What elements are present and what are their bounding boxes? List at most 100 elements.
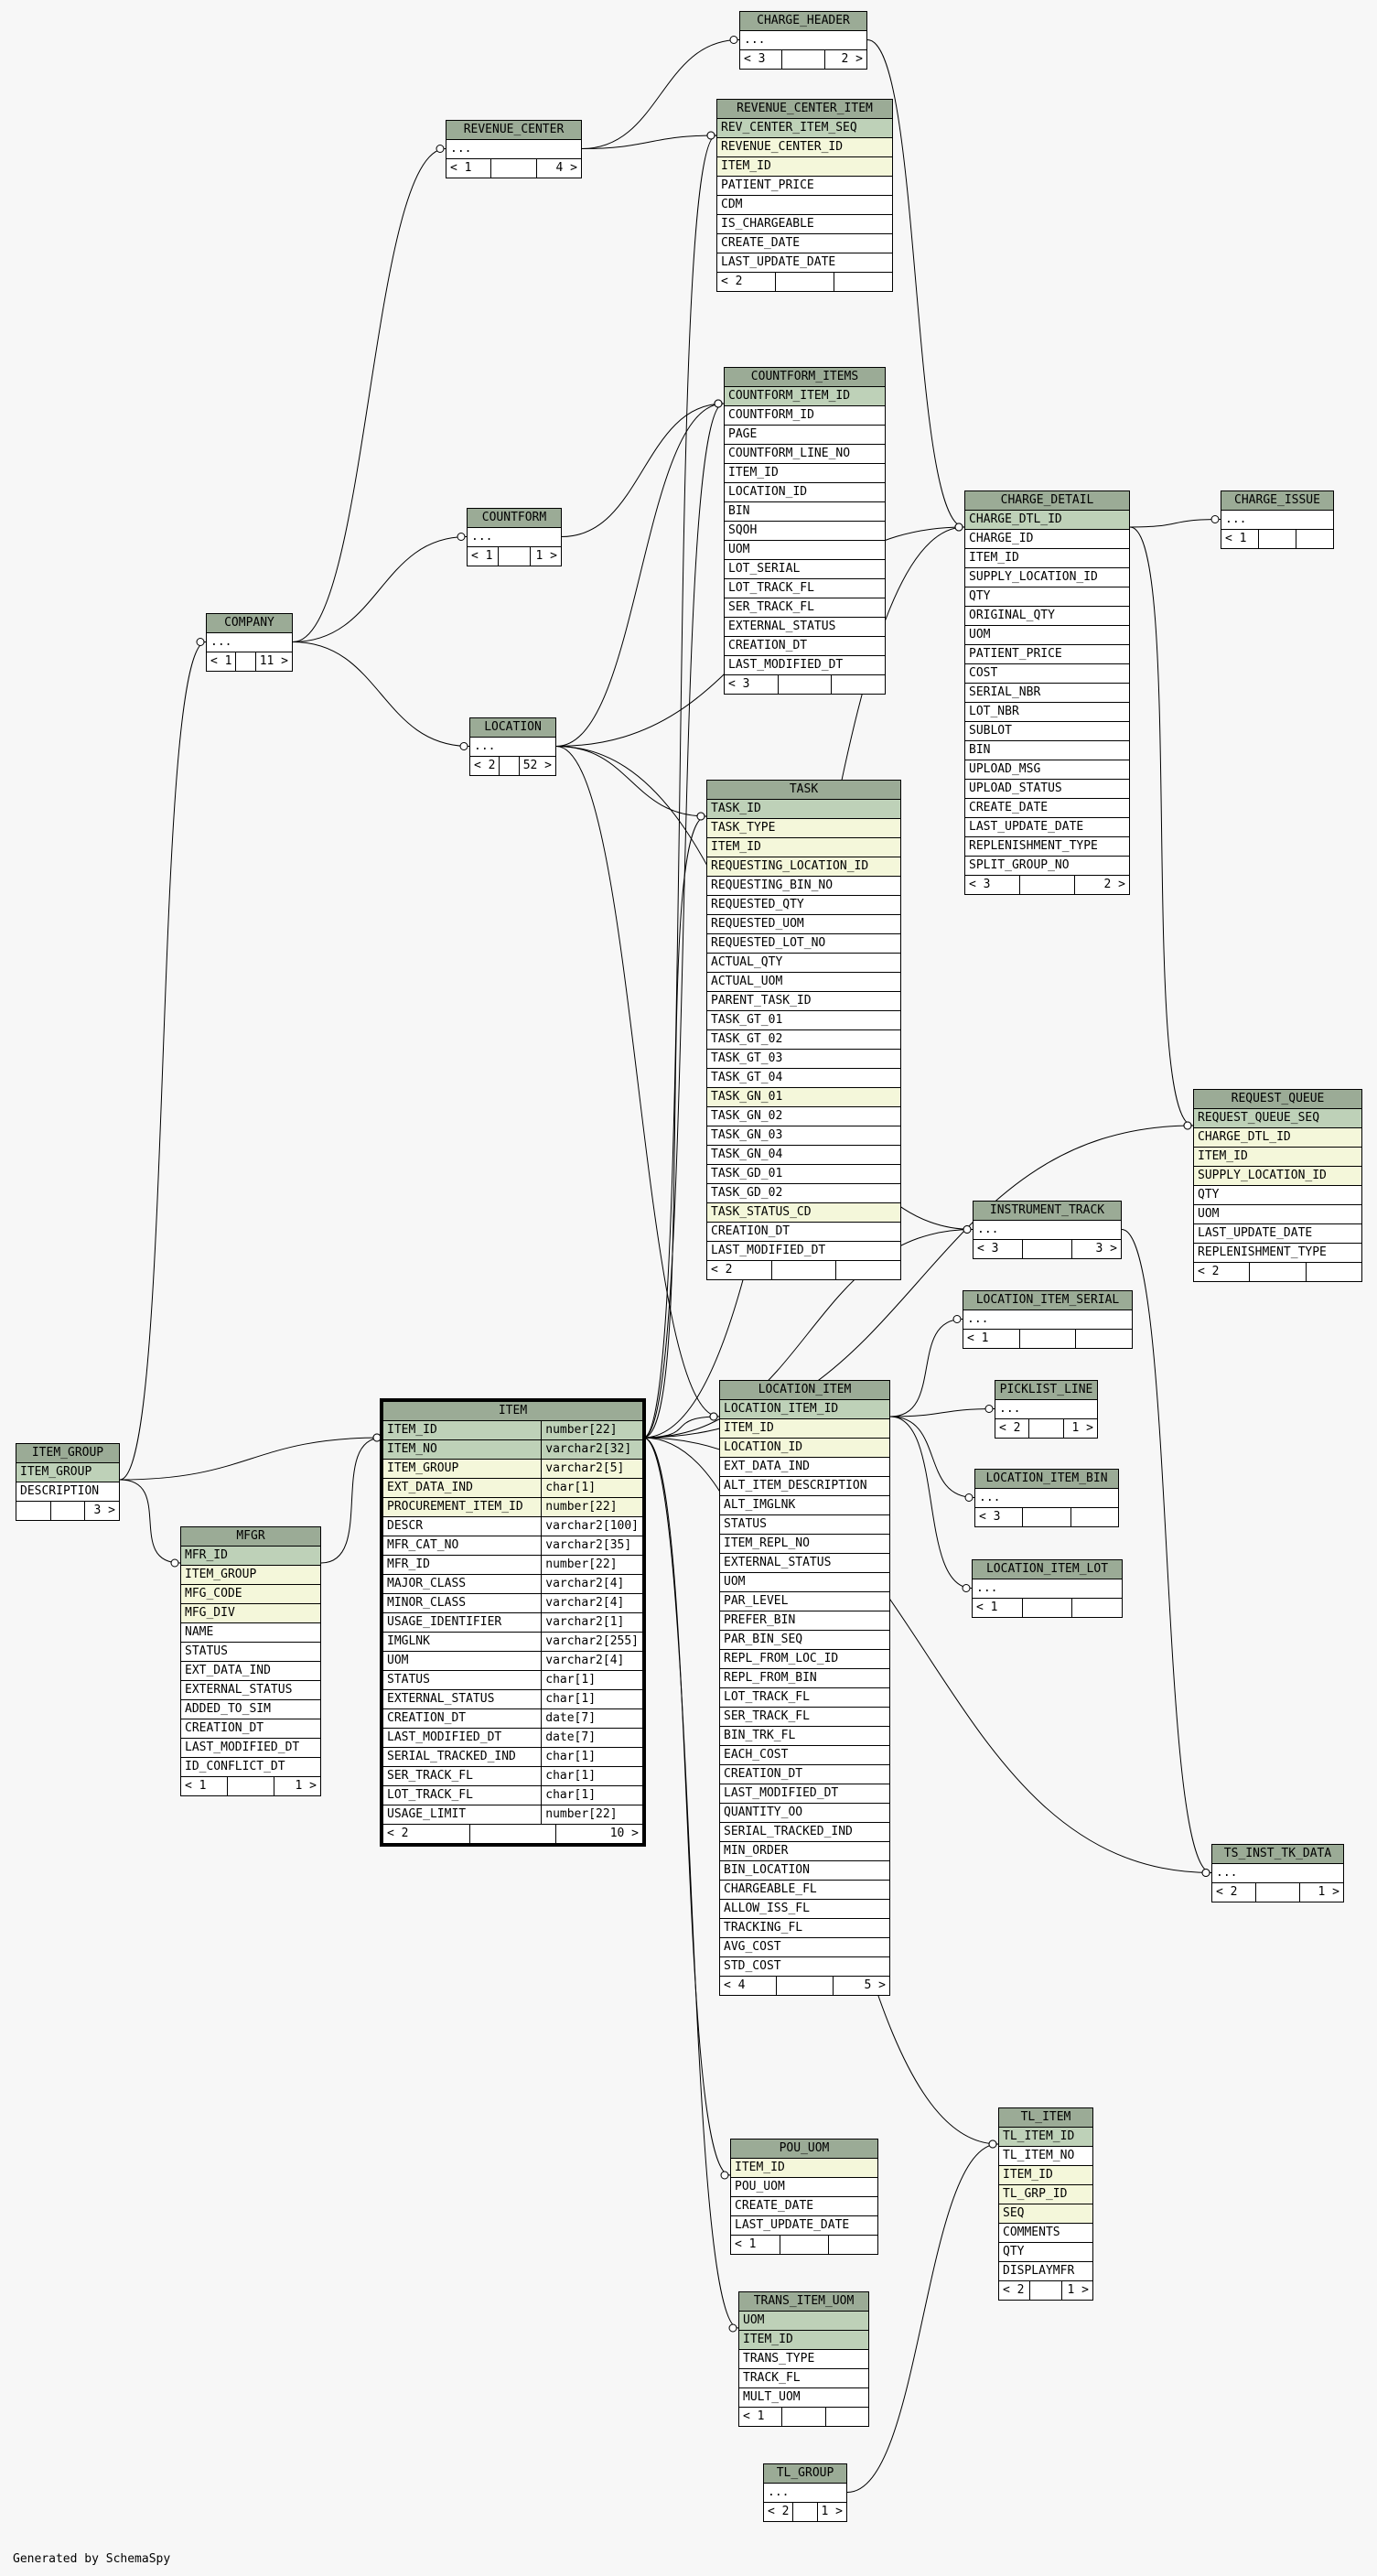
table-title[interactable]: COMPANY xyxy=(206,613,293,633)
table-title[interactable]: REQUEST_QUEUE xyxy=(1193,1089,1362,1109)
column-row[interactable]: STATUS xyxy=(719,1514,890,1535)
column-row[interactable]: ... xyxy=(974,1488,1119,1508)
column-row[interactable]: ... xyxy=(763,2483,847,2503)
column-row[interactable]: LOCATION_ID xyxy=(719,1438,890,1458)
column-row[interactable]: CDM xyxy=(716,195,893,215)
column-row[interactable]: TASK_TYPE xyxy=(706,818,901,838)
table-title[interactable]: CHARGE_DETAIL xyxy=(964,490,1130,511)
table-title[interactable]: LOCATION_ITEM xyxy=(719,1380,890,1400)
column-row[interactable]: ... xyxy=(469,737,556,757)
column-row[interactable]: SER_TRACK_FL xyxy=(719,1707,890,1727)
column-row[interactable]: MFG_DIV xyxy=(180,1603,321,1623)
column-row[interactable]: TRACK_FL xyxy=(738,2368,869,2388)
column-row[interactable]: CHARGEABLE_FL xyxy=(719,1880,890,1900)
column-row[interactable]: UPLOAD_STATUS xyxy=(964,779,1130,799)
column-row[interactable]: PATIENT_PRICE xyxy=(716,176,893,196)
column-row[interactable]: ... xyxy=(446,139,582,159)
column-row[interactable]: REQUESTED_QTY xyxy=(706,895,901,915)
column-row[interactable]: REQUESTED_LOT_NO xyxy=(706,933,901,954)
column-row[interactable]: MFG_CODE xyxy=(180,1584,321,1604)
column-row[interactable]: UOM xyxy=(1193,1204,1362,1224)
table-location-item-lot[interactable]: LOCATION_ITEM_LOT...< 1 xyxy=(972,1559,1123,1618)
column-row[interactable]: SEQ xyxy=(998,2204,1093,2224)
column-row[interactable]: CREATE_DATE xyxy=(716,233,893,253)
column-row[interactable]: ALLOW_ISS_FL xyxy=(719,1899,890,1919)
table-title[interactable]: TL_GROUP xyxy=(763,2463,847,2484)
column-row[interactable]: UOM xyxy=(738,2311,869,2331)
column-row[interactable]: ITEM_ID xyxy=(719,1418,890,1439)
column-row[interactable]: ITEM_GROUP xyxy=(180,1565,321,1585)
table-title[interactable]: INSTRUMENT_TRACK xyxy=(973,1201,1122,1221)
column-row[interactable]: QTY xyxy=(964,587,1130,607)
column-row[interactable]: UPLOAD_MSG xyxy=(964,760,1130,780)
column-row[interactable]: TASK_GT_03 xyxy=(706,1049,901,1069)
column-row[interactable]: CREATION_DT xyxy=(180,1719,321,1739)
table-title[interactable]: CHARGE_ISSUE xyxy=(1221,490,1334,511)
column-row[interactable]: LAST_MODIFIED_DT xyxy=(180,1738,321,1758)
column-row[interactable]: CREATION_DT xyxy=(724,636,886,656)
column-row[interactable]: EXT_DATA_IND xyxy=(180,1661,321,1681)
table-title[interactable]: TS_INST_TK_DATA xyxy=(1211,1844,1344,1864)
column-row[interactable]: ITEM_ID xyxy=(1193,1147,1362,1167)
column-row[interactable]: REQUESTING_LOCATION_ID xyxy=(706,857,901,877)
table-title[interactable]: PICKLIST_LINE xyxy=(995,1380,1098,1400)
column-row[interactable]: POU_UOM xyxy=(730,2177,878,2197)
column-row[interactable]: ITEM_ID xyxy=(998,2165,1093,2185)
column-row[interactable]: LOT_TRACK_FL xyxy=(724,578,886,598)
column-row[interactable]: ... xyxy=(1211,1863,1344,1883)
column-row[interactable]: CREATION_DT xyxy=(706,1222,901,1242)
column-row[interactable]: TASK_GD_02 xyxy=(706,1183,901,1203)
column-row[interactable]: LAST_MODIFIED_DT xyxy=(719,1784,890,1804)
column-row[interactable]: ITEM_ID xyxy=(964,548,1130,568)
column-row[interactable]: BIN xyxy=(964,740,1130,760)
column-row[interactable]: REQUESTING_BIN_NO xyxy=(706,876,901,896)
column-row[interactable]: UOM xyxy=(724,540,886,560)
column-row[interactable]: UOM xyxy=(964,625,1130,645)
column-row[interactable]: CHARGE_DTL_ID xyxy=(964,510,1130,530)
column-row[interactable]: BIN_TRK_FL xyxy=(719,1726,890,1746)
column-row[interactable]: UOM xyxy=(719,1572,890,1592)
column-row[interactable]: LAST_MODIFIED_DT xyxy=(706,1241,901,1261)
column-row[interactable]: LAST_UPDATE_DATE xyxy=(1193,1223,1362,1244)
column-row[interactable]: TL_ITEM_NO xyxy=(998,2146,1093,2166)
table-title[interactable]: CHARGE_HEADER xyxy=(739,11,867,31)
column-row[interactable]: TASK_GN_01 xyxy=(706,1087,901,1107)
column-row[interactable]: CREATE_DATE xyxy=(730,2196,878,2216)
table-title[interactable]: COUNTFORM_ITEMS xyxy=(724,367,886,387)
column-row[interactable]: LOT_NBR xyxy=(964,702,1130,722)
column-row[interactable]: TRACKING_FL xyxy=(719,1918,890,1938)
table-title[interactable]: LOCATION_ITEM_LOT xyxy=(972,1559,1123,1579)
column-row[interactable]: QTY xyxy=(1193,1185,1362,1205)
column-row[interactable]: PATIENT_PRICE xyxy=(964,644,1130,664)
column-row[interactable]: ACTUAL_QTY xyxy=(706,953,901,973)
column-row[interactable]: REPL_FROM_LOC_ID xyxy=(719,1649,890,1669)
column-row[interactable]: PAGE xyxy=(724,425,886,445)
column-row[interactable]: PAR_BIN_SEQ xyxy=(719,1630,890,1650)
table-charge-issue[interactable]: CHARGE_ISSUE...< 1 xyxy=(1221,490,1334,549)
column-row[interactable]: AVG_COST xyxy=(719,1937,890,1957)
column-row[interactable]: PAR_LEVEL xyxy=(719,1591,890,1611)
column-row[interactable]: BIN xyxy=(724,501,886,522)
column-row[interactable]: ALT_ITEM_DESCRIPTION xyxy=(719,1476,890,1496)
column-row[interactable]: LOT_TRACK_FL xyxy=(719,1687,890,1708)
column-row[interactable]: ACTUAL_UOM xyxy=(706,972,901,992)
table-title[interactable]: LOCATION_ITEM_SERIAL xyxy=(963,1290,1133,1310)
column-row[interactable]: SERIAL_NBR xyxy=(964,683,1130,703)
column-row[interactable]: REPL_FROM_BIN xyxy=(719,1668,890,1688)
column-row[interactable]: IS_CHARGEABLE xyxy=(716,214,893,234)
column-row[interactable]: PREFER_BIN xyxy=(719,1611,890,1631)
table-title[interactable]: TASK xyxy=(706,780,901,800)
column-row[interactable]: CHARGE_ID xyxy=(964,529,1130,549)
